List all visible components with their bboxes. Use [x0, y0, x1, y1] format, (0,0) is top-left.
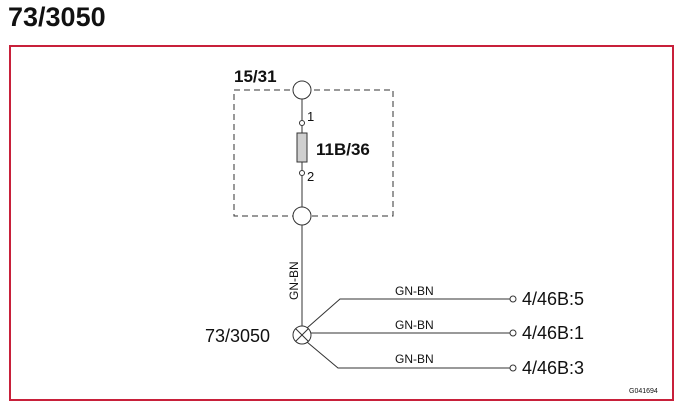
terminal-3-label: 4/46B:3 [522, 358, 584, 378]
splice-label: 73/3050 [205, 326, 270, 346]
terminal-2 [509, 329, 517, 337]
terminal-2-label: 4/46B:1 [522, 323, 584, 343]
terminal-3 [509, 364, 517, 372]
splice-icon [292, 325, 312, 345]
terminal-1 [509, 295, 517, 303]
page-title: 73/3050 [8, 2, 106, 32]
fuse-label: 11B/36 [316, 140, 370, 159]
diagram-frame [9, 45, 674, 401]
pin-2-label: 2 [307, 169, 314, 184]
branch-2-wire-label: GN-BN [395, 318, 434, 332]
box-label: 15/31 [234, 67, 277, 86]
pin-1 [299, 120, 305, 126]
pin-2 [299, 170, 305, 176]
bottom-connector [292, 206, 312, 226]
branch-wire-1 [306, 298, 510, 329]
branch-3-wire-label: GN-BN [395, 352, 434, 366]
fuse-symbol [296, 132, 308, 163]
top-connector [292, 80, 312, 100]
terminal-1-label: 4/46B:5 [522, 289, 584, 309]
vertical-wire-label: GN-BN [287, 261, 301, 300]
drawing-code: G041694 [629, 388, 658, 395]
component-box [233, 89, 394, 217]
branch-wire-3 [306, 341, 510, 369]
branch-1-wire-label: GN-BN [395, 284, 434, 298]
pin-1-label: 1 [307, 109, 314, 124]
